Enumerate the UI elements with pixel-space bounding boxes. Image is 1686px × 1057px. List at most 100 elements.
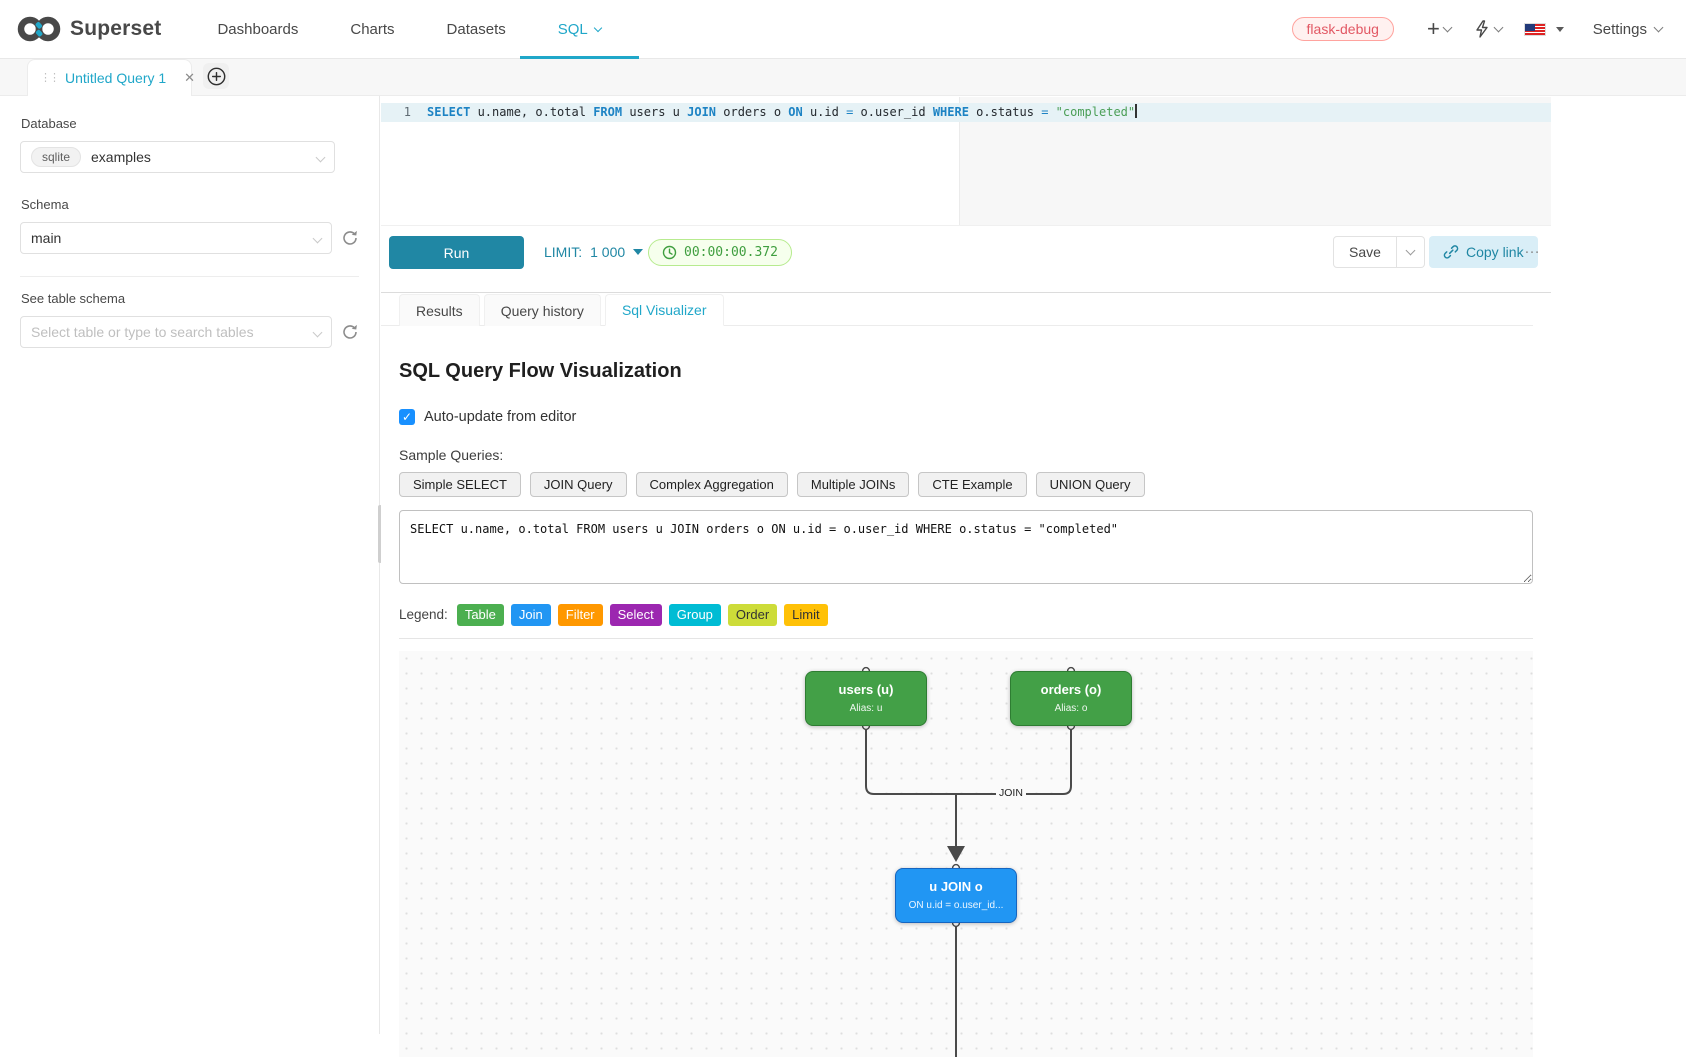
sidebar-resize-handle[interactable]: [378, 505, 382, 563]
editor-toolbar: Run LIMIT: 1 000 00:00:00.372 Save Copy …: [381, 225, 1551, 292]
query-tab-untitled-1[interactable]: ⋮⋮ Untitled Query 1 ✕: [27, 59, 196, 96]
sql-code-editor[interactable]: 1 SELECT u.name, o.total FROM users u JO…: [381, 97, 1551, 225]
sample-multiple-joins-button[interactable]: Multiple JOINs: [796, 472, 910, 497]
new-item-menu[interactable]: +: [1416, 18, 1462, 40]
table-select-placeholder: Select table or type to search tables: [31, 324, 254, 340]
database-label: Database: [21, 116, 77, 131]
save-button[interactable]: Save: [1333, 236, 1397, 268]
nav-sql-label: SQL: [557, 20, 588, 38]
tab-sql-visualizer[interactable]: Sql Visualizer: [604, 294, 724, 326]
limit-value: 1 000: [590, 244, 626, 260]
nav-charts[interactable]: Charts: [350, 20, 395, 38]
superset-infinity-icon: [17, 16, 61, 42]
text-cursor: [1135, 104, 1138, 118]
link-icon: [1443, 245, 1459, 259]
plus-icon: +: [1426, 16, 1440, 41]
run-query-button[interactable]: Run: [389, 236, 524, 269]
chevron-down-icon: [315, 152, 326, 163]
timer-value: 00:00:00.372: [684, 245, 778, 260]
superset-logo[interactable]: Superset: [16, 14, 161, 44]
nav-dashboards[interactable]: Dashboards: [217, 20, 299, 38]
save-options-button[interactable]: [1396, 236, 1425, 268]
tab-results[interactable]: Results: [399, 294, 480, 326]
more-actions-button[interactable]: …: [1524, 240, 1541, 257]
active-nav-underline: [519, 55, 639, 59]
chevron-down-icon: [1442, 22, 1453, 33]
sample-join-query-button[interactable]: JOIN Query: [529, 472, 627, 497]
auto-update-checkbox-row[interactable]: ✓ Auto-update from editor: [399, 409, 1533, 425]
database-select[interactable]: sqlite examples: [20, 141, 335, 173]
join-edge-label: JOIN: [996, 786, 1026, 799]
sample-cte-example-button[interactable]: CTE Example: [918, 472, 1027, 497]
settings-menu[interactable]: Settings: [1575, 21, 1664, 38]
query-tab-strip: ⋮⋮ Untitled Query 1 ✕: [0, 59, 1686, 96]
refresh-tables-icon[interactable]: [341, 323, 359, 341]
close-icon[interactable]: ✕: [184, 70, 196, 85]
brand-name: Superset: [70, 17, 162, 40]
top-navbar: Superset Dashboards Charts Datasets SQL …: [0, 0, 1686, 59]
south-pane: Results Query history Sql Visualizer SQL…: [381, 293, 1686, 1057]
legend-badge-limit: Limit: [784, 604, 828, 626]
chevron-down-icon: [1405, 245, 1416, 256]
flow-node-users[interactable]: users (u) Alias: u: [805, 670, 927, 726]
flow-node-orders[interactable]: orders (o) Alias: o: [1010, 670, 1132, 726]
db-engine-badge: sqlite: [31, 147, 82, 167]
copy-link-label: Copy link: [1466, 244, 1524, 260]
editor-active-line-highlight: [381, 103, 1551, 122]
legend-badge-select: Select: [609, 604, 662, 626]
node-subtitle: ON u.id = o.user_id...: [908, 899, 1004, 911]
chevron-down-icon: [593, 23, 603, 32]
refresh-schemas-icon[interactable]: [341, 229, 359, 247]
editor-line-number: 1: [403, 105, 411, 119]
legend-badge-filter: Filter: [557, 604, 603, 626]
row-limit-dropdown[interactable]: LIMIT: 1 000: [544, 244, 644, 260]
node-title: users (u): [838, 681, 894, 697]
nav-sql[interactable]: SQL: [519, 0, 639, 59]
limit-label: LIMIT:: [544, 244, 583, 260]
lightning-icon: [1476, 20, 1488, 38]
query-search-menu[interactable]: [1462, 19, 1513, 39]
flow-edges: [861, 666, 1076, 1057]
page-title: SQL Query Flow Visualization: [399, 360, 682, 382]
node-title: orders (o): [1040, 681, 1102, 697]
checkbox-checked[interactable]: ✓: [399, 409, 415, 425]
node-subtitle: Alias: u: [849, 702, 883, 714]
legend-badge-group: Group: [668, 604, 721, 626]
sample-queries-label: Sample Queries:: [399, 447, 504, 463]
add-query-tab-button[interactable]: [203, 63, 229, 89]
save-split-button: Save: [1333, 236, 1425, 268]
section-divider: [399, 637, 1533, 639]
copy-link-button[interactable]: Copy link: [1429, 236, 1538, 268]
pane-splitter: [381, 292, 1551, 293]
database-select-value: examples: [91, 149, 151, 165]
caret-down-icon: [1555, 26, 1564, 32]
query-input-textarea[interactable]: SELECT u.name, o.total FROM users u JOIN…: [399, 510, 1533, 584]
sample-query-buttons: Simple SELECT JOIN Query Complex Aggrega…: [399, 472, 1533, 497]
sidebar-divider: [20, 276, 359, 277]
table-select[interactable]: Select table or type to search tables: [20, 316, 332, 348]
flow-node-join[interactable]: u JOIN o ON u.id = o.user_id...: [895, 867, 1017, 923]
drag-handle-icon[interactable]: ⋮⋮: [40, 71, 60, 84]
sqllab-left-sidebar: Database sqlite examples Schema main See…: [0, 96, 380, 1034]
auto-update-label: Auto-update from editor: [424, 409, 577, 425]
chevron-down-icon: [1653, 22, 1664, 33]
plus-circle-icon: [207, 67, 225, 85]
query-timer-badge: 00:00:00.372: [648, 239, 792, 266]
main-nav: Dashboards Charts Datasets SQL: [191, 0, 639, 59]
clock-icon: [662, 245, 677, 260]
nav-datasets[interactable]: Datasets: [446, 20, 506, 38]
language-picker[interactable]: [1513, 22, 1575, 36]
results-tab-bar: Results Query history Sql Visualizer: [381, 293, 1533, 326]
table-schema-label: See table schema: [21, 291, 126, 306]
sample-simple-select-button[interactable]: Simple SELECT: [399, 472, 521, 497]
sample-union-query-button[interactable]: UNION Query: [1035, 472, 1145, 497]
schema-select[interactable]: main: [20, 222, 332, 254]
legend-badge-join: Join: [510, 604, 551, 626]
tab-query-history[interactable]: Query history: [483, 294, 601, 326]
environment-tag: flask-debug: [1291, 17, 1394, 41]
chevron-down-icon: [312, 233, 323, 244]
sample-complex-aggregation-button[interactable]: Complex Aggregation: [635, 472, 788, 497]
legend-row: Legend: Table Join Filter Select Group O…: [399, 604, 1533, 626]
chevron-down-icon: [1493, 22, 1504, 33]
flow-canvas[interactable]: JOIN users (u) Alias: u orders (o) Alias…: [399, 650, 1533, 1057]
